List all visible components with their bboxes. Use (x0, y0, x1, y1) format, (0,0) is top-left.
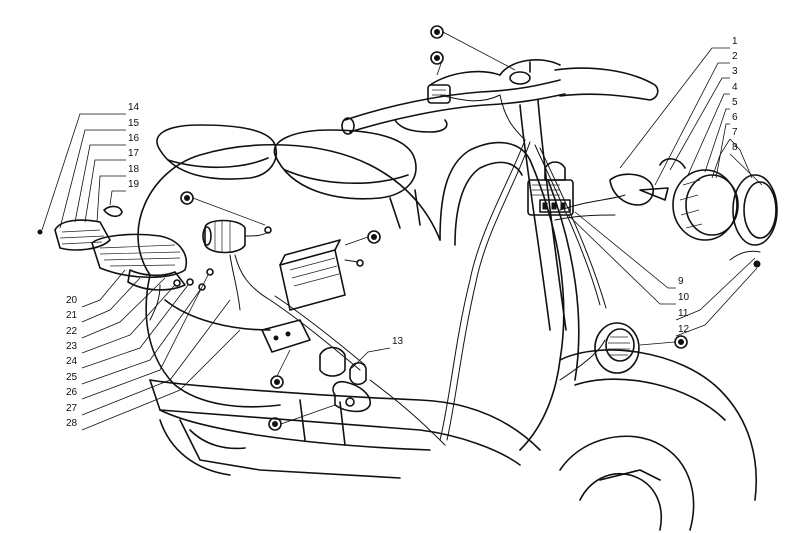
callout-label-13: 13 (392, 336, 404, 347)
ref-circle (268, 417, 282, 431)
ref-circle (367, 230, 381, 244)
callout-label-5: 5 (732, 97, 738, 108)
callout-label-24: 24 (66, 356, 78, 367)
callout-label-12: 12 (678, 324, 690, 335)
callout-label-28: 28 (66, 418, 78, 429)
callout-label-25: 25 (66, 372, 78, 383)
callout-label-17: 17 (128, 148, 140, 159)
reference-markers (180, 25, 688, 431)
callout-label-6: 6 (732, 112, 738, 123)
callout-label-2: 2 (732, 51, 738, 62)
callout-label-22: 22 (66, 326, 78, 337)
scooter-outline (137, 59, 758, 531)
headlamp-assembly (609, 158, 778, 268)
callout-label-18: 18 (128, 164, 140, 175)
ref-circle (270, 375, 284, 389)
callout-label-1: 1 (732, 36, 738, 47)
ref-circle (674, 335, 688, 349)
callout-label-27: 27 (66, 403, 78, 414)
callout-label-20: 20 (66, 295, 78, 306)
terminal-block (261, 319, 371, 413)
callout-label-11: 11 (678, 308, 689, 319)
ignition-coil (202, 219, 272, 311)
handlebar-switch (427, 84, 451, 104)
callout-label-21: 21 (66, 310, 78, 321)
callout-label-3: 3 (732, 66, 738, 77)
throttle-connector (509, 61, 531, 85)
rear-hardware (173, 268, 214, 291)
voltage-regulator (279, 239, 364, 311)
callout-label-4: 4 (732, 82, 738, 93)
leader-lines (41, 47, 763, 431)
callout-labels: 1234567891011121314151617181920212223242… (66, 36, 738, 429)
callout-label-26: 26 (66, 387, 78, 398)
callout-label-15: 15 (128, 118, 140, 129)
ref-circle (180, 191, 194, 205)
tail-light (37, 205, 187, 321)
wiring-harness (234, 94, 626, 446)
callout-label-8: 8 (732, 142, 738, 153)
callout-label-19: 19 (128, 179, 140, 190)
junction-box (527, 161, 574, 216)
callout-label-14: 14 (128, 102, 140, 113)
callout-label-7: 7 (732, 127, 738, 138)
ref-circle (430, 25, 444, 39)
callout-label-23: 23 (66, 341, 78, 352)
callout-label-16: 16 (128, 133, 140, 144)
callout-label-9: 9 (678, 276, 684, 287)
callout-label-10: 10 (678, 292, 690, 303)
horn (594, 322, 640, 374)
